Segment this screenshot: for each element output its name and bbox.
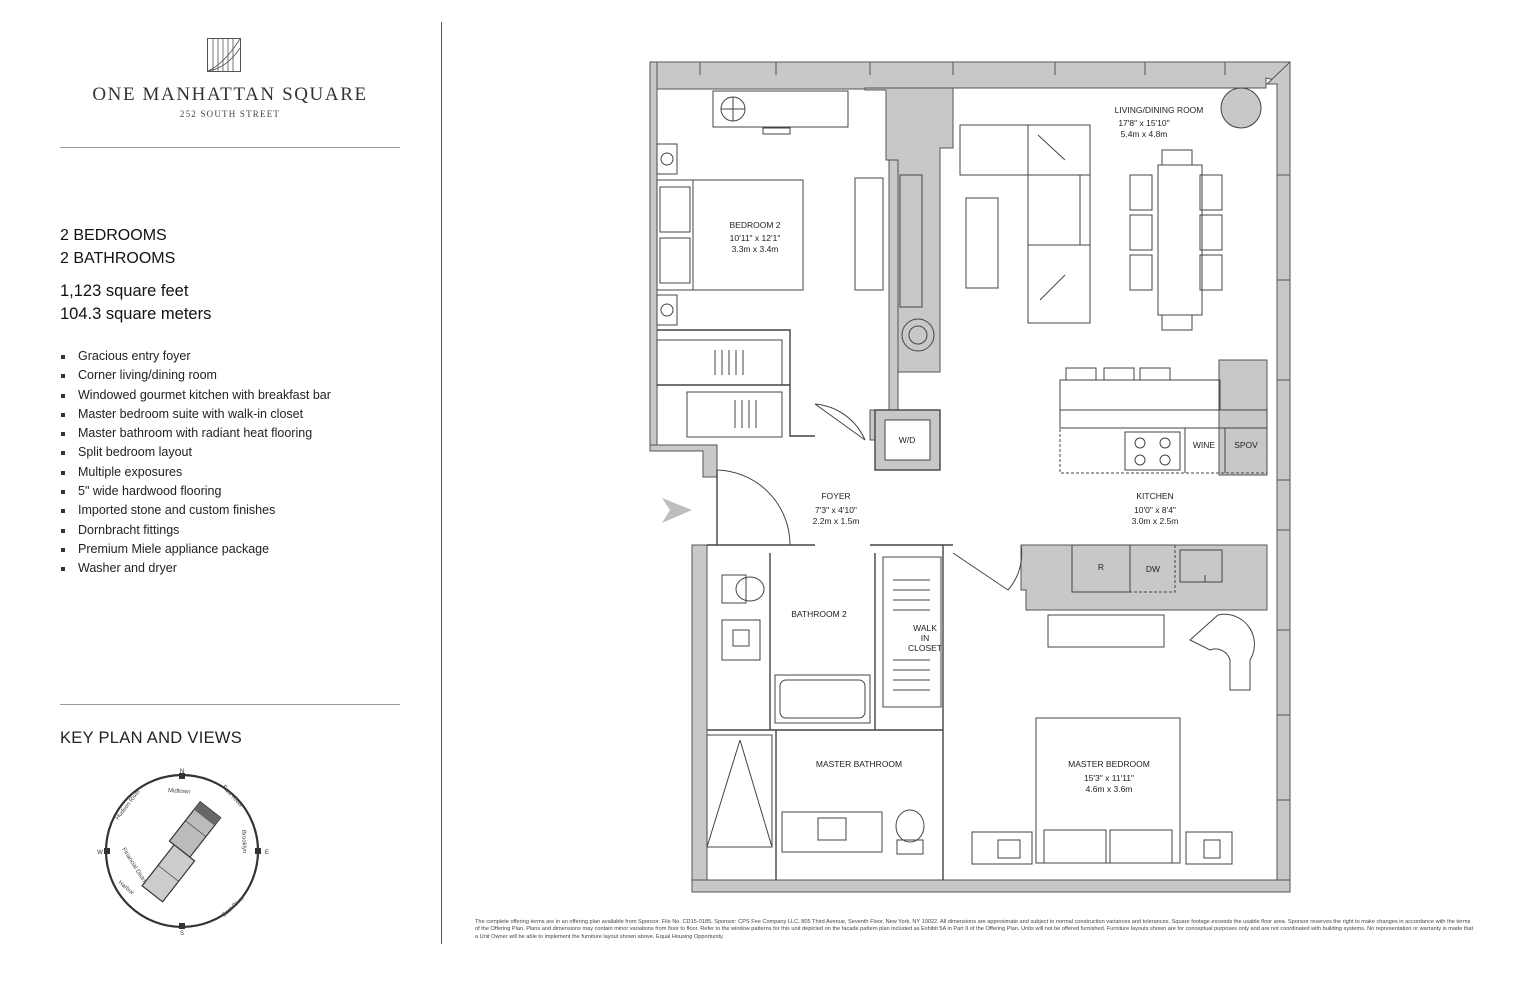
kitchen-dim-imperial: 10'0" x 8'4" bbox=[1134, 505, 1176, 515]
compass-north: N bbox=[180, 769, 184, 775]
exterior-walls bbox=[649, 60, 1291, 893]
foyer-label: FOYER bbox=[821, 491, 850, 501]
foyer-dim-metric: 2.2m x 1.5m bbox=[813, 516, 860, 526]
compass-west: W bbox=[97, 850, 103, 856]
info-sidebar: ONE MANHATTAN SQUARE 252 SOUTH STREET 2 … bbox=[0, 0, 440, 987]
master-bathroom-fixtures bbox=[706, 734, 925, 855]
floor-plan: LIVING/DINING ROOM 17'8" x 15'10" 5.4m x… bbox=[649, 60, 1291, 893]
kitchen-dim-metric: 3.0m x 2.5m bbox=[1132, 516, 1179, 526]
door-swings bbox=[716, 403, 1023, 591]
brand-name: ONE MANHATTAN SQUARE bbox=[92, 84, 368, 105]
bathroom-count: 2 BATHROOMS bbox=[60, 250, 176, 267]
master-bedroom-dim-metric: 4.6m x 3.6m bbox=[1086, 784, 1133, 794]
compass-tick-e bbox=[255, 848, 261, 854]
area-square-feet: 1,123 square feet bbox=[60, 282, 189, 300]
feature-item: Premium Miele appliance package bbox=[60, 540, 331, 559]
view-label-east-river-bottom: East River bbox=[221, 896, 246, 919]
feature-item: 5" wide hardwood flooring bbox=[60, 482, 331, 501]
living-room-label: LIVING/DINING ROOM bbox=[1115, 105, 1204, 115]
washer-dryer bbox=[884, 419, 931, 461]
master-bathroom-label: MASTER BATHROOM bbox=[816, 759, 902, 769]
bedroom-2-dim-metric: 3.3m x 3.4m bbox=[732, 244, 779, 254]
master-bedroom-label: MASTER BEDROOM bbox=[1068, 759, 1150, 769]
view-label-hudson-river: Hudson River bbox=[115, 789, 142, 821]
view-label-financial-district: Financial District bbox=[120, 847, 149, 888]
feature-item: Master bedroom suite with walk-in closet bbox=[60, 405, 331, 424]
dishwasher-label: DW bbox=[1146, 564, 1160, 574]
bedroom-2-furniture bbox=[656, 90, 884, 438]
building-footprint bbox=[141, 800, 222, 903]
kitchen-fixtures bbox=[1059, 367, 1268, 593]
feature-item: Split bedroom layout bbox=[60, 443, 331, 462]
legal-disclaimer: The complete offering terms are in an of… bbox=[475, 919, 1474, 940]
walk-in-closet-label-2: IN bbox=[921, 633, 930, 643]
entry-arrow-icon bbox=[662, 498, 692, 523]
living-room-dim-imperial: 17'8" x 15'10" bbox=[1118, 118, 1169, 128]
key-plan-compass: N S E W Hudson River Midtown East River … bbox=[97, 769, 269, 937]
bathroom-2-fixtures bbox=[721, 556, 942, 724]
feature-item: Windowed gourmet kitchen with breakfast … bbox=[60, 386, 331, 405]
refrigerator-label: R bbox=[1098, 562, 1104, 572]
kitchen-label: KITCHEN bbox=[1136, 491, 1173, 501]
area-square-meters: 104.3 square meters bbox=[60, 305, 212, 323]
master-bedroom-dim-imperial: 15'3" x 11'11" bbox=[1084, 773, 1134, 783]
window-mullions bbox=[699, 62, 1290, 801]
feature-item: Corner living/dining room bbox=[60, 366, 331, 385]
compass-east: E bbox=[265, 850, 269, 856]
feature-list: Gracious entry foyer Corner living/dinin… bbox=[60, 347, 331, 579]
walk-in-closet-label-1: WALK bbox=[913, 623, 937, 633]
wine-label: WINE bbox=[1193, 440, 1216, 450]
feature-item: Gracious entry foyer bbox=[60, 347, 331, 366]
feature-item: Master bathroom with radiant heat floori… bbox=[60, 424, 331, 443]
feature-item: Imported stone and custom finishes bbox=[60, 501, 331, 520]
room-labels: LIVING/DINING ROOM 17'8" x 15'10" 5.4m x… bbox=[729, 105, 1258, 794]
compass-tick-n bbox=[179, 773, 185, 779]
feature-item: Washer and dryer bbox=[60, 559, 331, 578]
living-room-furniture bbox=[899, 87, 1262, 352]
divider bbox=[60, 147, 400, 148]
feature-item: Dornbracht fittings bbox=[60, 521, 331, 540]
living-room-dim-metric: 5.4m x 4.8m bbox=[1121, 129, 1168, 139]
view-label-midtown: Midtown bbox=[168, 788, 191, 796]
bedroom-count: 2 BEDROOMS bbox=[60, 227, 167, 244]
feature-item: Multiple exposures bbox=[60, 463, 331, 482]
view-label-brooklyn: Brooklyn bbox=[240, 830, 247, 854]
bathroom-2-label: BATHROOM 2 bbox=[791, 609, 847, 619]
unit-highlight bbox=[194, 801, 221, 826]
compass-tick-w bbox=[104, 848, 110, 854]
walk-in-closet-label-3: CLOSET bbox=[908, 643, 942, 653]
keyplan-title: KEY PLAN AND VIEWS bbox=[60, 729, 243, 747]
view-label-east-river-top: East River bbox=[221, 784, 244, 809]
brand-address: 252 SOUTH STREET bbox=[179, 109, 281, 119]
compass-tick-s bbox=[179, 923, 185, 929]
wd-label: W/D bbox=[899, 435, 916, 445]
master-bedroom-furniture bbox=[971, 613, 1255, 865]
compass-south: S bbox=[180, 931, 184, 937]
bedroom-2-label: BEDROOM 2 bbox=[729, 220, 780, 230]
bedroom-2-dim-imperial: 10'11" x 12'1" bbox=[730, 233, 781, 243]
vertical-divider bbox=[441, 22, 442, 944]
divider bbox=[60, 704, 400, 705]
building-logo-icon bbox=[207, 38, 241, 72]
spov-label: SPOV bbox=[1234, 440, 1258, 450]
foyer-dim-imperial: 7'3" x 4'10" bbox=[815, 505, 857, 515]
